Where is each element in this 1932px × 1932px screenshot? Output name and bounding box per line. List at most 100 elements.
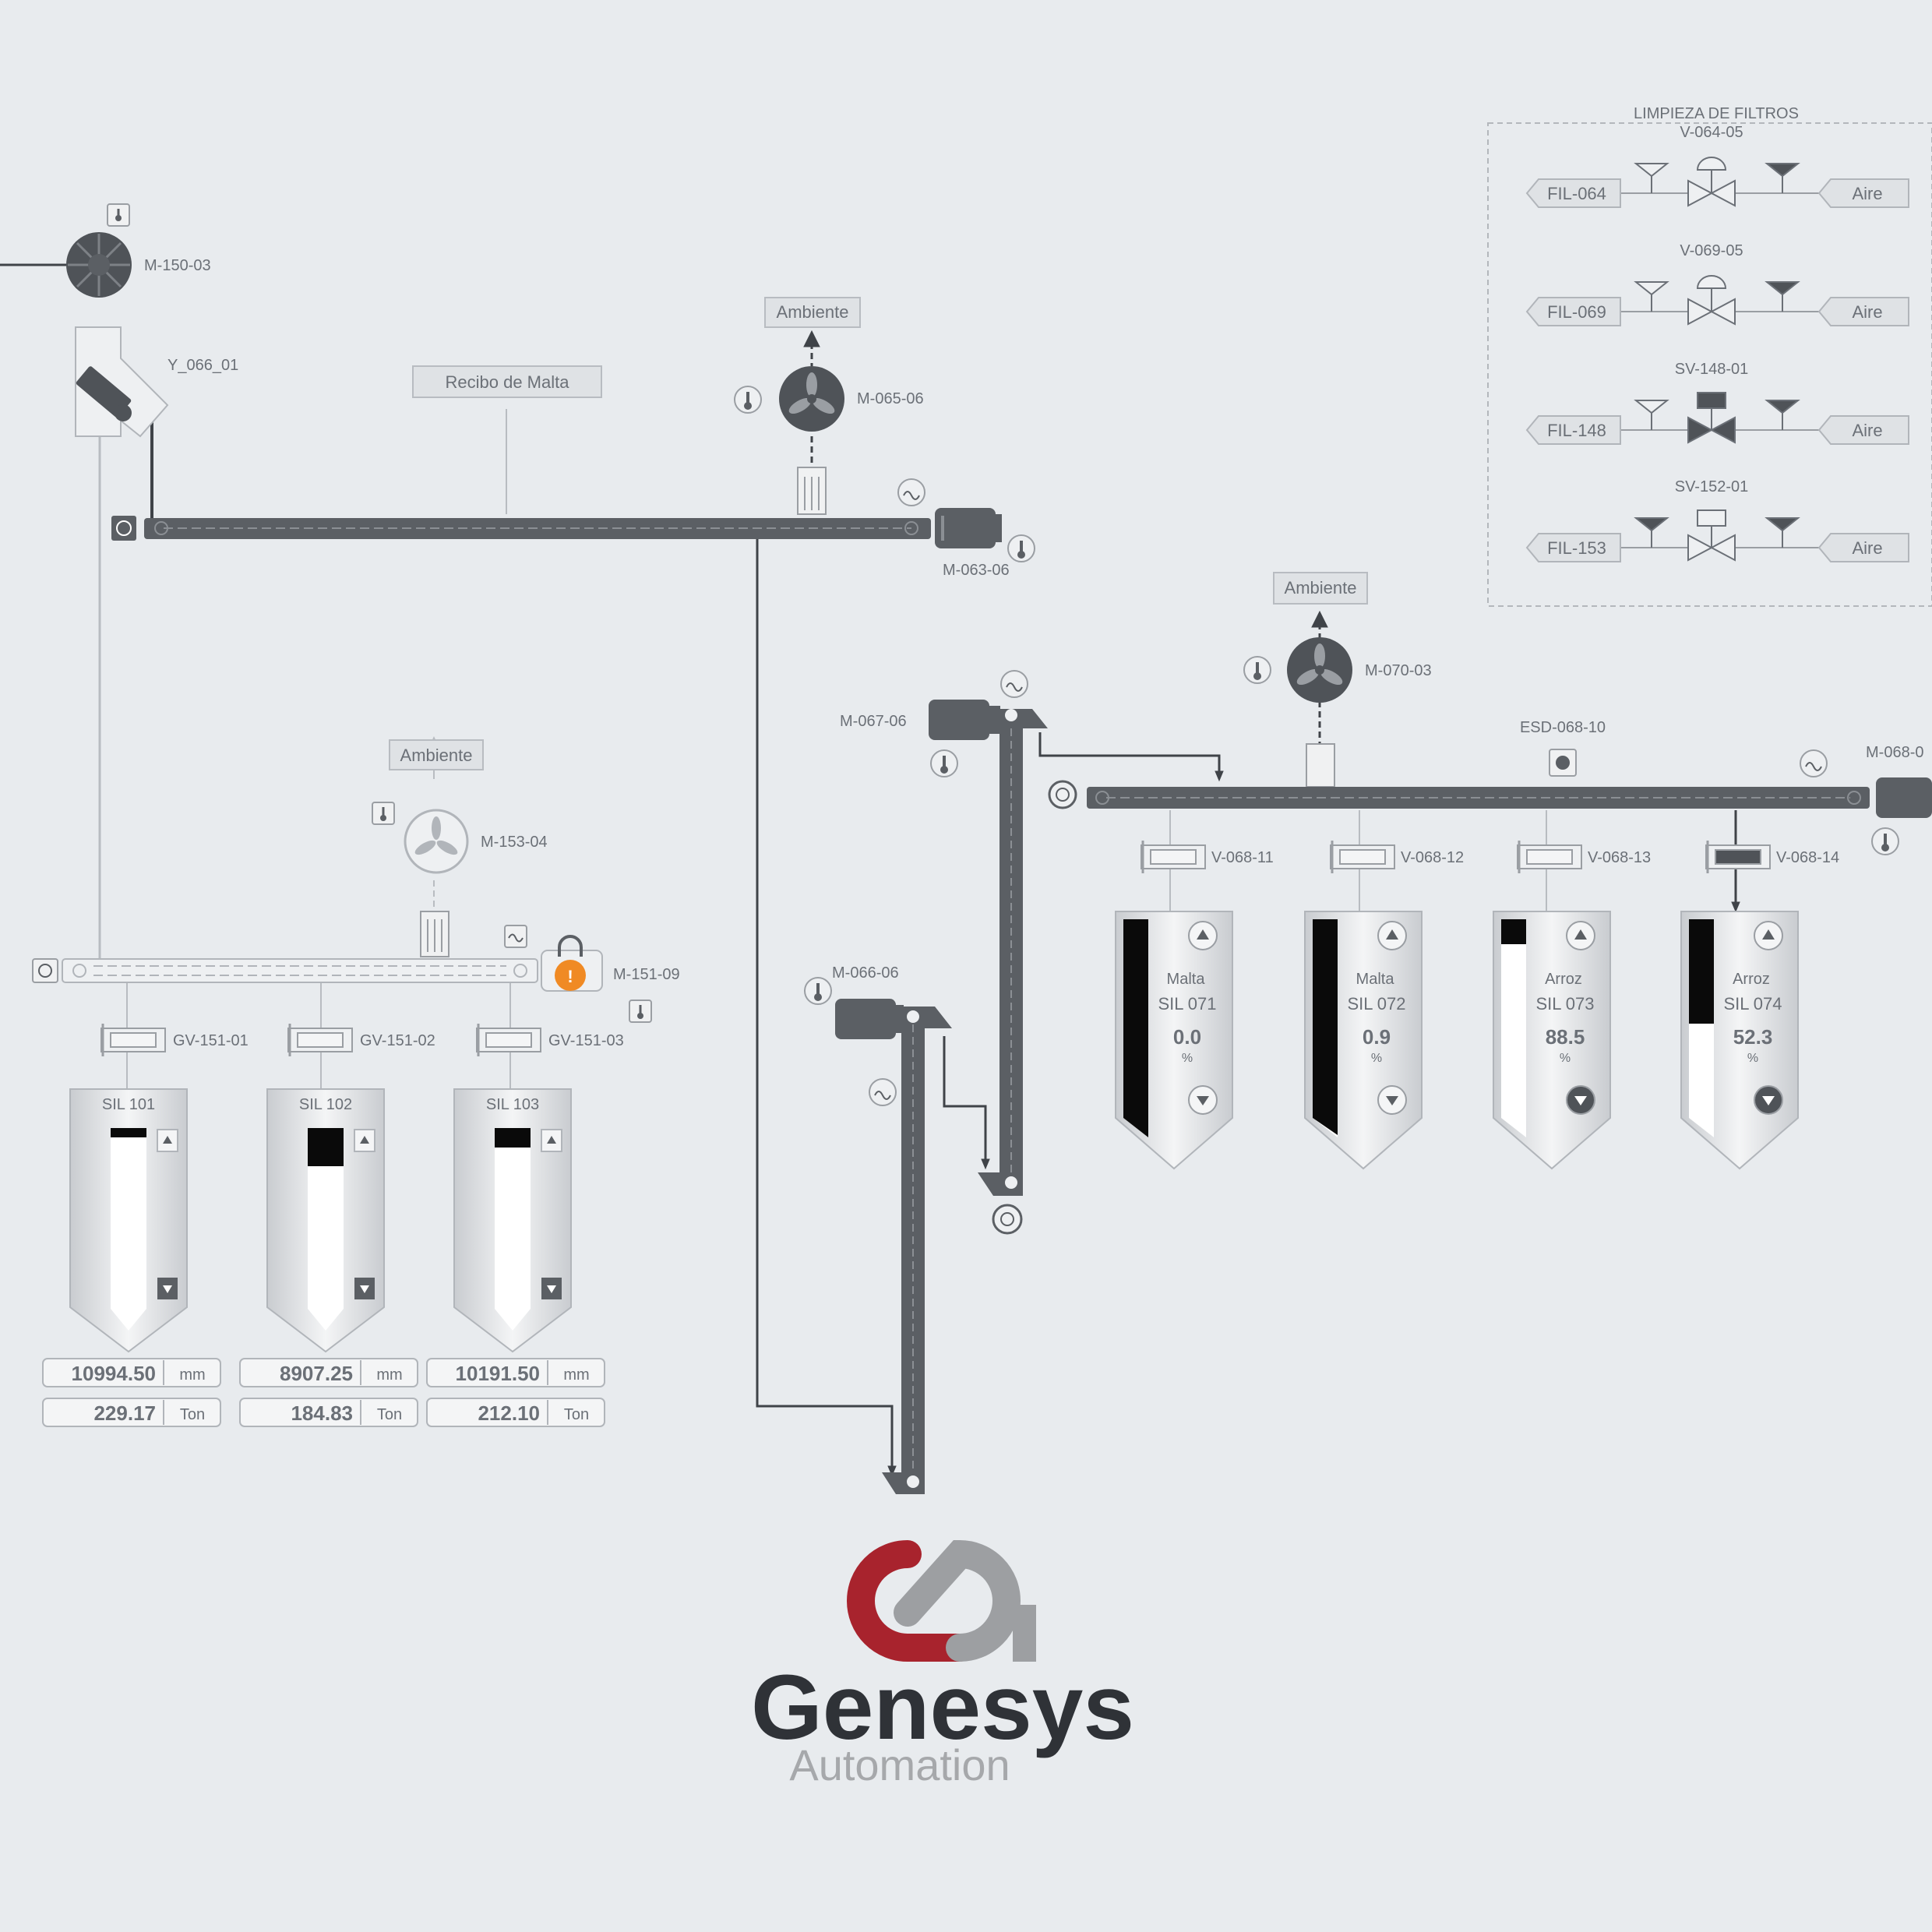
pressure-indicator <box>1634 163 1669 193</box>
low-level-button[interactable] <box>1566 1085 1595 1115</box>
low-level-button[interactable] <box>1754 1085 1783 1115</box>
rotation-sensor-icon[interactable] <box>32 958 58 983</box>
recibo-malta-box <box>412 365 602 398</box>
solenoid-valve[interactable] <box>1687 275 1736 326</box>
level-mm-value: 10994.50 <box>72 1362 156 1385</box>
silo-level-value: 52.3 <box>1733 1025 1773 1049</box>
scroll-down-button[interactable] <box>541 1278 562 1299</box>
silo-name: SIL 103 <box>486 1096 539 1113</box>
fan-m065[interactable] <box>779 366 844 432</box>
fan-m070-label: M-070-03 <box>1365 662 1432 679</box>
silo-left[interactable]: SIL 103 <box>453 1088 572 1353</box>
speed-sensor-icon[interactable] <box>1800 749 1828 777</box>
gate-valve-label: GV-151-01 <box>173 1032 249 1049</box>
gate-valve[interactable] <box>476 1024 541 1056</box>
fan-m153[interactable] <box>404 809 469 874</box>
air-label: Aire <box>1852 421 1882 440</box>
temperature-icon[interactable] <box>930 749 958 777</box>
silo-level-unit: % <box>1182 1052 1193 1065</box>
conveyor-right[interactable] <box>1087 777 1932 818</box>
conveyor-recibo-malta[interactable] <box>144 508 1002 548</box>
svg-text:!: ! <box>567 967 573 986</box>
solenoid-valve[interactable] <box>1687 509 1736 562</box>
filter-tag[interactable]: FIL-153 <box>1525 533 1621 562</box>
speed-sensor-icon[interactable] <box>1000 670 1028 698</box>
filter-m153 <box>420 911 450 957</box>
elevator-m067-label: M-067-06 <box>840 713 907 730</box>
filter-tag[interactable]: FIL-069 <box>1525 297 1621 326</box>
motor-m063-label: M-063-06 <box>943 562 1010 579</box>
silo-left[interactable]: SIL 101 <box>69 1088 188 1353</box>
temperature-icon[interactable] <box>734 386 762 414</box>
rotation-sensor-icon[interactable] <box>111 516 136 541</box>
gate-valve[interactable] <box>1141 841 1206 873</box>
speed-sensor-icon[interactable] <box>897 478 925 506</box>
air-source: Aire <box>1817 415 1909 445</box>
gate-valve[interactable] <box>287 1024 353 1056</box>
level-mm-value: 10191.50 <box>456 1362 540 1385</box>
scroll-down-button[interactable] <box>354 1278 375 1299</box>
motor-alarm-lock-icon[interactable]: ! <box>555 935 586 991</box>
temperature-icon[interactable] <box>1871 827 1899 855</box>
fan-m070[interactable] <box>1287 637 1352 703</box>
high-level-button[interactable] <box>1754 921 1783 950</box>
motor-m150[interactable] <box>66 232 132 298</box>
low-level-button[interactable] <box>1377 1085 1407 1115</box>
emergency-stop-esd[interactable] <box>1549 749 1577 777</box>
gate-valve-label: V-068-13 <box>1588 849 1651 866</box>
temperature-icon[interactable] <box>629 999 652 1023</box>
weight-ton-unit: Ton <box>564 1406 589 1423</box>
temperature-icon[interactable] <box>1007 534 1035 562</box>
speed-sensor-icon[interactable] <box>504 925 527 948</box>
gate-valve-label: GV-151-02 <box>360 1032 435 1049</box>
gate-valve-label: V-068-12 <box>1401 849 1464 866</box>
elevator-m067[interactable] <box>929 700 1048 1196</box>
level-bar <box>111 1128 146 1331</box>
level-mm-value: 8907.25 <box>280 1362 353 1385</box>
silo-name: SIL 101 <box>102 1096 155 1113</box>
scroll-up-button[interactable] <box>157 1129 178 1152</box>
weight-ton-value: 184.83 <box>291 1401 353 1425</box>
silo-left[interactable]: SIL 102 <box>266 1088 385 1353</box>
diverter-y066[interactable] <box>75 326 169 438</box>
solenoid-valve[interactable] <box>1687 392 1736 444</box>
rotation-sensor-icon[interactable] <box>1048 780 1077 809</box>
conveyor-left[interactable] <box>62 950 603 992</box>
high-level-button[interactable] <box>1188 921 1218 950</box>
high-level-button[interactable] <box>1566 921 1595 950</box>
silo-level-value: 88.5 <box>1546 1025 1585 1049</box>
gate-valve-label: GV-151-03 <box>548 1032 624 1049</box>
gate-valve[interactable] <box>1517 841 1582 873</box>
valve-label: V-064-05 <box>1680 124 1743 141</box>
high-level-button[interactable] <box>1377 921 1407 950</box>
low-level-button[interactable] <box>1188 1085 1218 1115</box>
gate-valve[interactable] <box>100 1024 166 1056</box>
temperature-icon[interactable] <box>107 203 130 227</box>
gate-valve[interactable] <box>1330 841 1395 873</box>
temperature-icon[interactable] <box>1243 656 1271 684</box>
filter-tag[interactable]: FIL-064 <box>1525 178 1621 208</box>
temperature-icon[interactable] <box>372 802 395 825</box>
scroll-up-button[interactable] <box>354 1129 375 1152</box>
filter-cleaning-title: LIMPIEZA DE FILTROS <box>1634 105 1799 122</box>
silo-name: SIL 073 <box>1535 994 1594 1014</box>
scroll-down-button[interactable] <box>157 1278 178 1299</box>
rotation-sensor-icon[interactable] <box>992 1204 1023 1235</box>
speed-sensor-icon[interactable] <box>869 1078 897 1106</box>
scroll-up-button[interactable] <box>541 1129 562 1152</box>
filter-tag[interactable]: FIL-148 <box>1525 415 1621 445</box>
filter-m070 <box>1306 743 1335 788</box>
elevator-m066[interactable] <box>835 999 952 1494</box>
gate-valve[interactable] <box>1705 841 1771 873</box>
pressure-indicator <box>1634 281 1669 312</box>
solenoid-valve[interactable] <box>1687 157 1736 207</box>
pressure-indicator <box>1765 163 1800 193</box>
temperature-icon[interactable] <box>804 977 832 1005</box>
